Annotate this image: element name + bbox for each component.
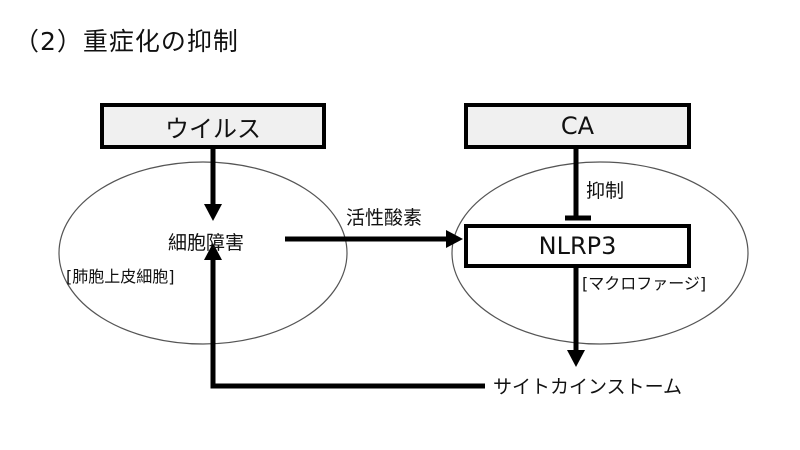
macrophage-ellipse (451, 161, 749, 345)
alveolar-epithelial-cell-ellipse (58, 161, 348, 345)
ca-label: CA (560, 112, 595, 140)
cell-damage-label: 細胞障害 (168, 232, 245, 254)
inhibit-label: 抑制 (586, 180, 625, 202)
feedback-arrowhead (204, 243, 222, 260)
macrophage-label: [マクロファージ] (582, 274, 707, 293)
cytokine-storm-label: サイトカインストーム (493, 376, 683, 398)
nlrp3-label: NLRP3 (538, 232, 617, 260)
ros-arrowhead (446, 230, 463, 248)
ros-label: 活性酸素 (346, 207, 423, 229)
feedback-arrow (210, 258, 485, 389)
virus-to-damage-arrowhead (204, 204, 222, 221)
virus-label: ウイルス (165, 114, 261, 143)
ca-box: CA (464, 103, 691, 149)
nlrp3-box: NLRP3 (464, 224, 691, 268)
alveolar-epithelial-cell-label: [肺胞上皮細胞] (66, 267, 175, 286)
nlrp3-to-storm-arrowhead (567, 350, 585, 367)
virus-box: ウイルス (100, 103, 326, 149)
page-title: （2）重症化の抑制 (14, 27, 239, 56)
